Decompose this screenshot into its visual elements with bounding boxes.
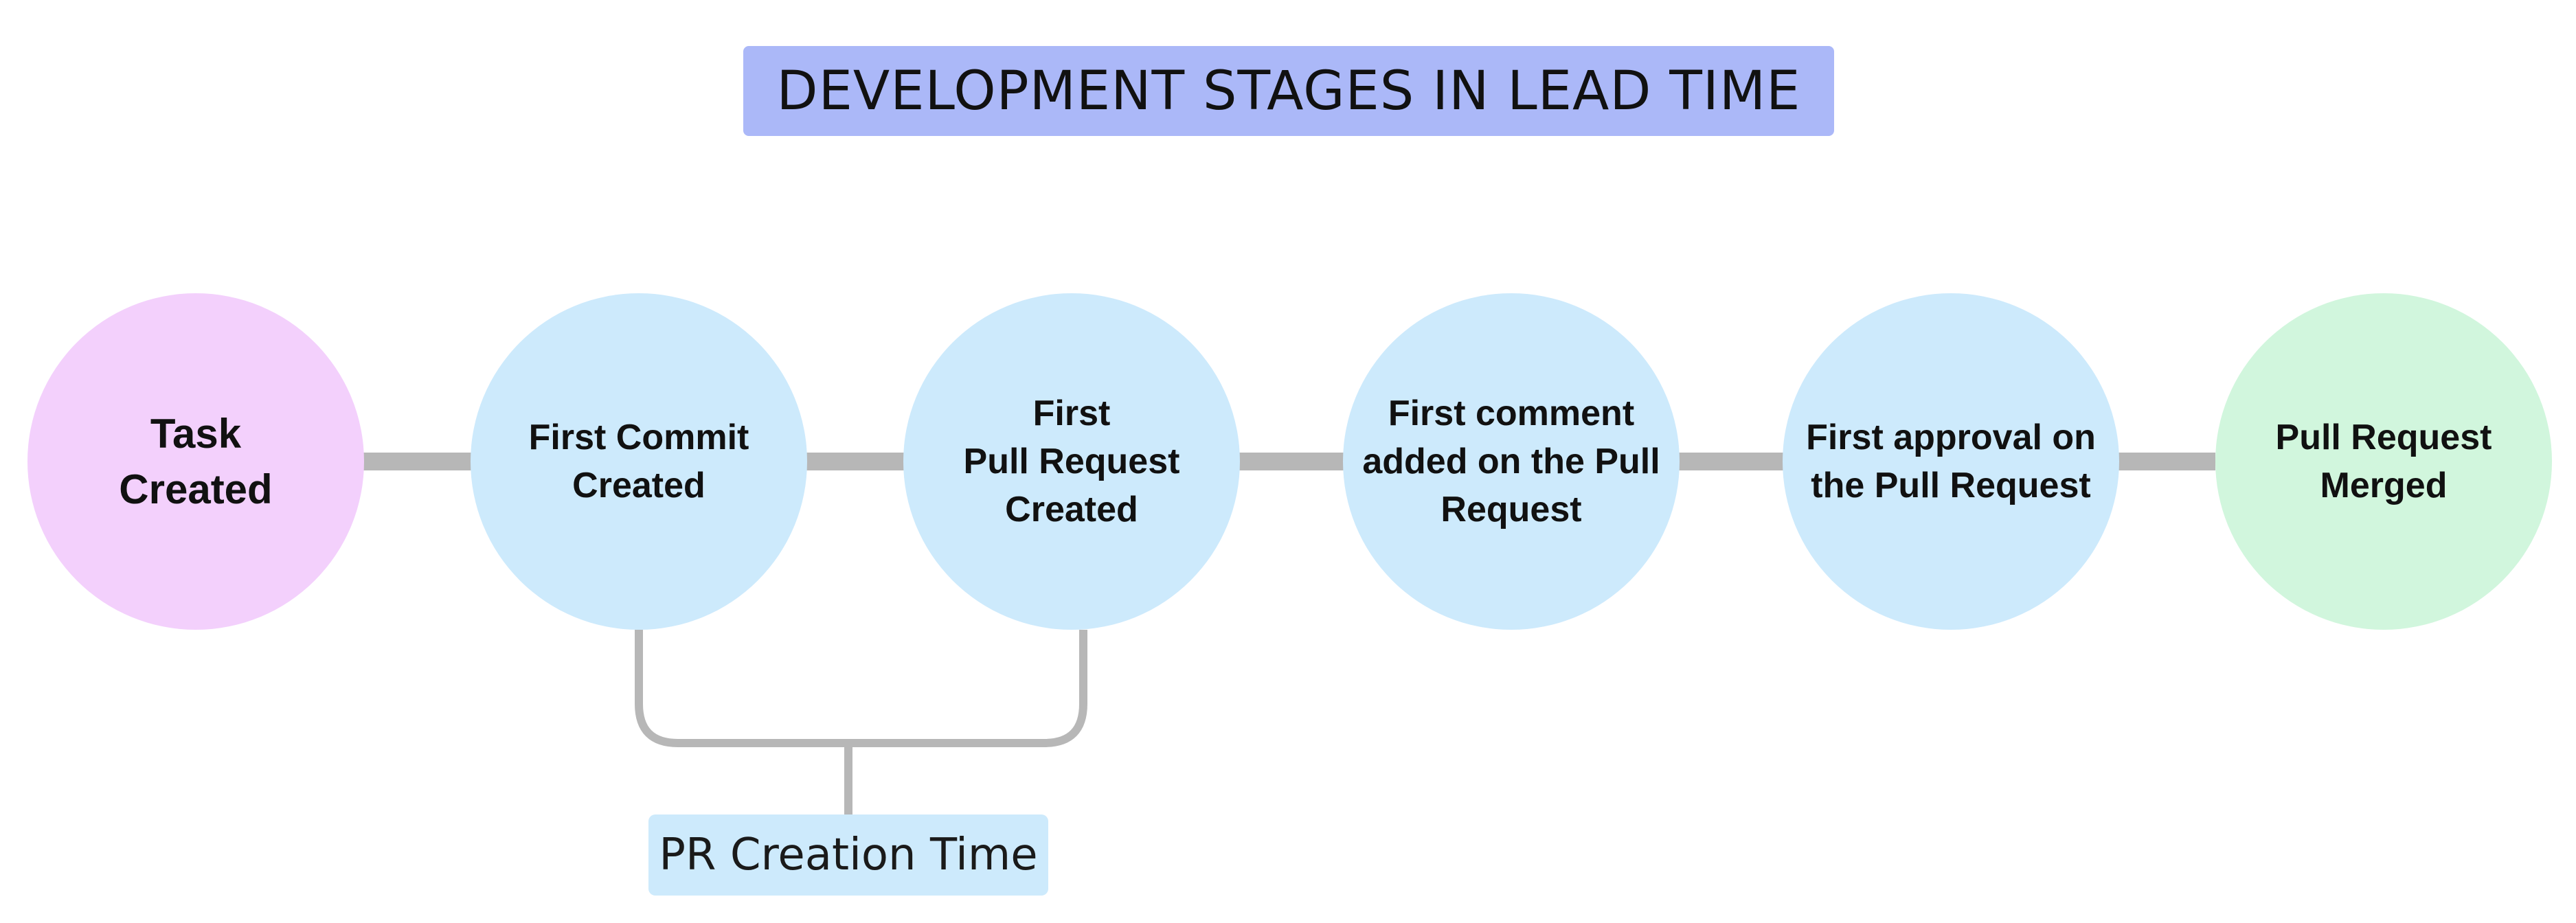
stage-pull-request-merged: Pull Request Merged bbox=[2215, 293, 2552, 630]
title-banner: DEVELOPMENT STAGES IN LEAD TIME bbox=[743, 46, 1834, 136]
bracket-path bbox=[635, 630, 1087, 747]
connector-comment-to-approval bbox=[1676, 453, 1786, 470]
stage-first-approval: First approval on the Pull Request bbox=[1783, 293, 2119, 630]
stage-label: First approval on the Pull Request bbox=[1806, 417, 2096, 505]
stage-label: First Commit Created bbox=[528, 417, 749, 505]
stage-first-commit-created: First Commit Created bbox=[471, 293, 807, 630]
stage-first-pull-request-created: First Pull Request Created bbox=[903, 293, 1240, 630]
connector-pr-to-comment bbox=[1236, 453, 1346, 470]
diagram-title: DEVELOPMENT STAGES IN LEAD TIME bbox=[776, 60, 1801, 122]
stage-label: First comment added on the Pull Request bbox=[1362, 393, 1660, 530]
stage-task-created: Task Created bbox=[27, 293, 364, 630]
connector-task-to-commit bbox=[361, 453, 474, 470]
stage-label: Task Created bbox=[119, 411, 273, 512]
stage-label: First Pull Request Created bbox=[963, 393, 1180, 530]
connector-commit-to-pr bbox=[804, 453, 907, 470]
annotation-text: PR Creation Time bbox=[659, 830, 1038, 880]
stage-first-comment-added: First comment added on the Pull Request bbox=[1343, 293, 1680, 630]
connector-approval-to-merge bbox=[2116, 453, 2215, 470]
pr-creation-time-label: PR Creation Time bbox=[648, 814, 1048, 896]
stage-label: Pull Request Merged bbox=[2275, 417, 2492, 505]
